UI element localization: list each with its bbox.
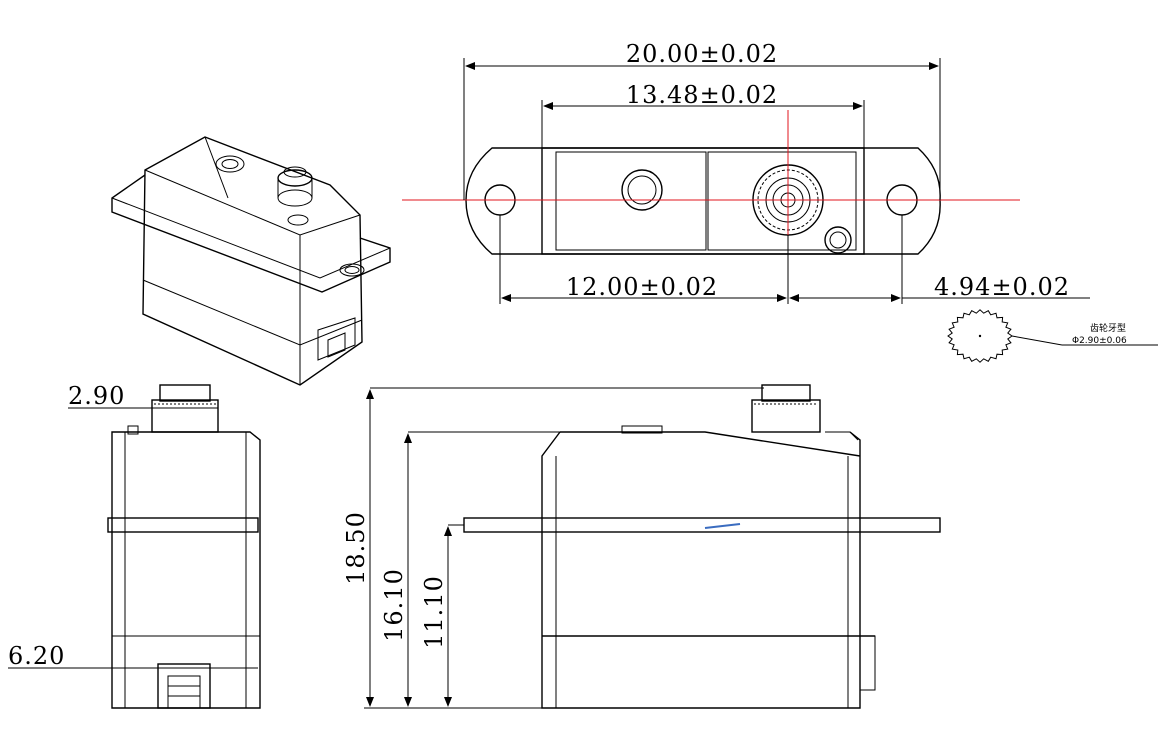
dim-mount-height: 11.10 xyxy=(420,575,448,649)
isometric-view xyxy=(111,136,391,386)
spline-detail: 齿轮牙型 Φ2.90±0.06 xyxy=(947,309,1158,363)
dim-hole-to-shaft: 12.00±0.02 xyxy=(566,273,718,301)
dim-total-width: 20.00±0.02 xyxy=(626,40,778,68)
dim-body-width: 13.48±0.02 xyxy=(626,81,778,109)
top-view: 20.00±0.02 13.48±0.02 12.00±0.02 4.94±0.… xyxy=(402,40,1090,304)
spline-note-spec: Φ2.90±0.06 xyxy=(1072,336,1127,346)
dim-total-height: 18.50 xyxy=(342,511,370,585)
dim-body-height: 16.10 xyxy=(380,568,408,642)
side-view: 2.90 6.20 xyxy=(8,382,261,709)
dim-connector-width: 6.20 xyxy=(8,642,65,670)
front-view: 18.50 16.10 11.10 xyxy=(342,384,941,709)
dim-spline-width: 2.90 xyxy=(68,382,125,410)
dim-shaft-to-hole: 4.94±0.02 xyxy=(934,273,1070,301)
spline-note-title: 齿轮牙型 xyxy=(1090,322,1126,334)
